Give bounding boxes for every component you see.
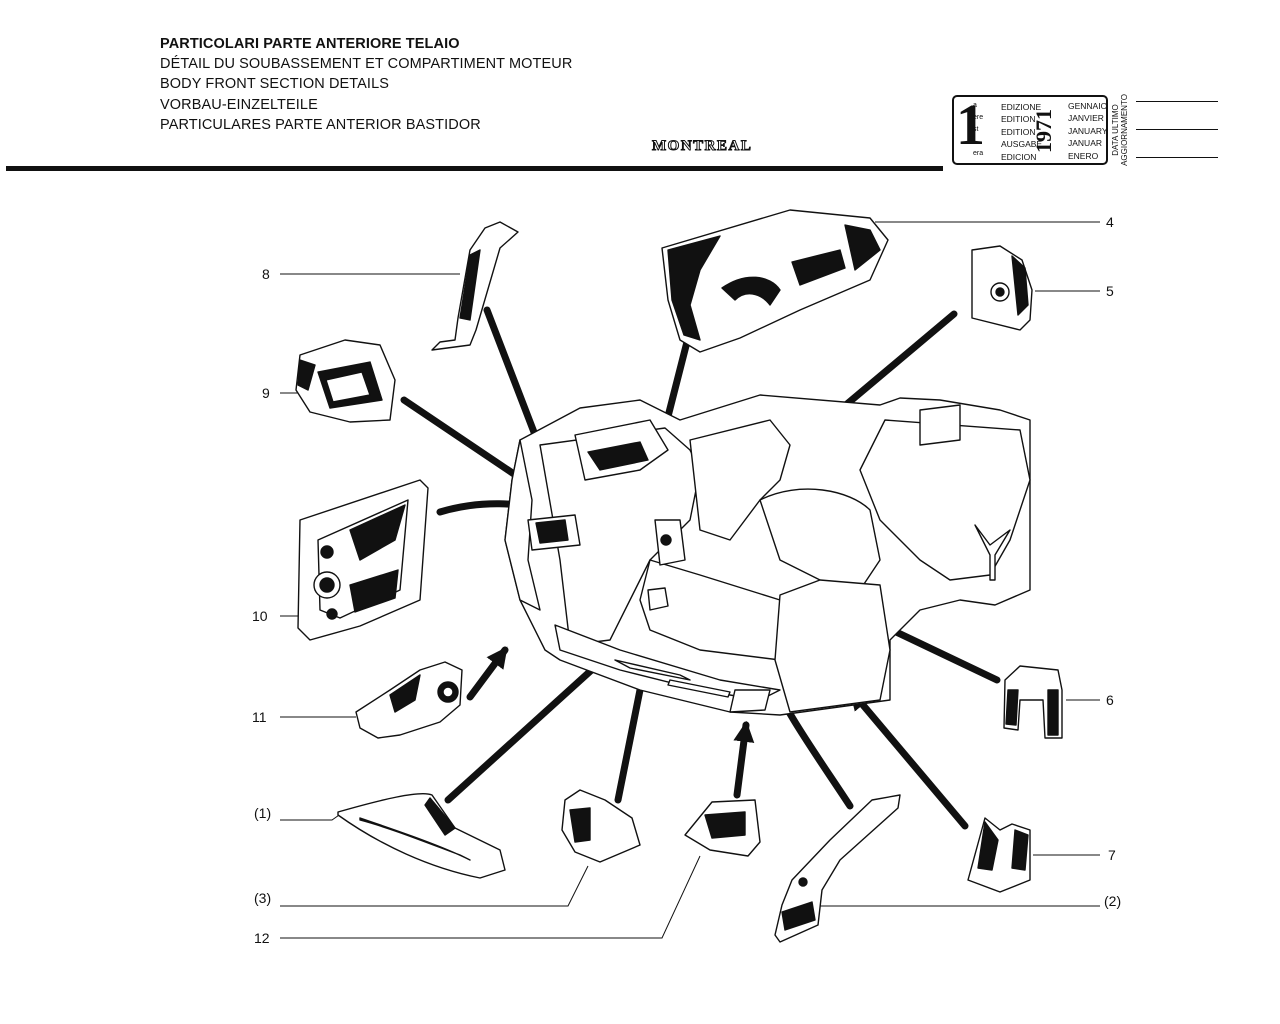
part-bracket-arm xyxy=(774,794,901,943)
title-spanish: PARTICULARES PARTE ANTERIOR BASTIDOR xyxy=(160,116,481,133)
edition-labels: EDIZIONE EDITION EDITION AUSGABE EDICION xyxy=(1001,101,1042,163)
edition-month: ENERO xyxy=(1068,150,1099,161)
title-italian: PARTICOLARI PARTE ANTERIORE TELAIO xyxy=(160,36,460,52)
callout-label: 9 xyxy=(262,385,270,401)
callout-label: (2) xyxy=(1104,893,1122,909)
callout-label: 4 xyxy=(1106,214,1114,230)
edition-month: JANUAR xyxy=(1068,138,1103,149)
part-splash-shield xyxy=(337,792,506,879)
part-bracket-strut xyxy=(431,221,519,351)
header-titles: PARTICOLARI PARTE ANTERIORE TELAIO DÉTAI… xyxy=(160,34,572,135)
edition-label: EDITION xyxy=(1001,126,1036,137)
callout-label: 12 xyxy=(254,930,270,946)
part-wedge-bracket xyxy=(684,799,761,857)
front-body-assembly xyxy=(504,394,1031,716)
callout-label: 5 xyxy=(1106,283,1114,299)
callout-label: 7 xyxy=(1108,847,1116,863)
title-english: BODY FRONT SECTION DETAILS xyxy=(160,76,389,93)
edition-months: GENNAIO JANVIER JANUARY JANUAR ENERO xyxy=(1068,100,1108,162)
edition-label: EDICION xyxy=(1001,151,1037,162)
update-line xyxy=(1136,101,1218,102)
edition-month: JANUARY xyxy=(1068,125,1108,136)
edition-box: 1 a ere st . era EDIZIONE EDITION EDITIO… xyxy=(952,92,1108,165)
update-line xyxy=(1136,157,1218,158)
part-inner-fender-panel xyxy=(661,209,889,353)
part-box-section xyxy=(295,339,396,423)
title-german: VORBAU-EINZELTEILE xyxy=(160,96,318,113)
callout-label: 6 xyxy=(1106,692,1114,708)
part-suspension-tower xyxy=(971,245,1033,331)
edition-suffix: . xyxy=(973,138,975,145)
brand-logo: MONTREAL xyxy=(651,138,753,155)
part-support-bracket xyxy=(561,789,641,863)
edition-label: AUSGABE xyxy=(1001,139,1043,150)
edition-month: GENNAIO xyxy=(1068,101,1108,111)
update-line xyxy=(1136,129,1218,130)
edition-suffix: a xyxy=(973,102,977,109)
edition-suffix: era xyxy=(973,150,984,157)
callout-label: 10 xyxy=(252,608,268,624)
part-saddle-bracket xyxy=(355,661,463,739)
callout-label: (3) xyxy=(254,890,272,906)
callout-label: 11 xyxy=(252,709,267,725)
edition-number: 1 xyxy=(956,92,985,157)
edition-label: EDITION xyxy=(1001,114,1036,125)
part-gusset-bracket xyxy=(967,817,1031,893)
edition-month: JANVIER xyxy=(1068,113,1104,124)
edition-suffix: ere xyxy=(973,114,984,121)
callout-label: (1) xyxy=(254,805,272,821)
edition-label: EDIZIONE xyxy=(1001,102,1042,112)
title-french: DÉTAIL DU SOUBASSEMENT ET COMPARTIMENT M… xyxy=(160,56,573,73)
leader-lines xyxy=(280,221,1100,939)
header-rule xyxy=(6,166,943,171)
part-mounting-plate xyxy=(297,479,429,641)
edition-suffix: st xyxy=(973,126,979,133)
part-channel-bracket xyxy=(1003,665,1063,739)
callout-label: 8 xyxy=(262,266,270,282)
